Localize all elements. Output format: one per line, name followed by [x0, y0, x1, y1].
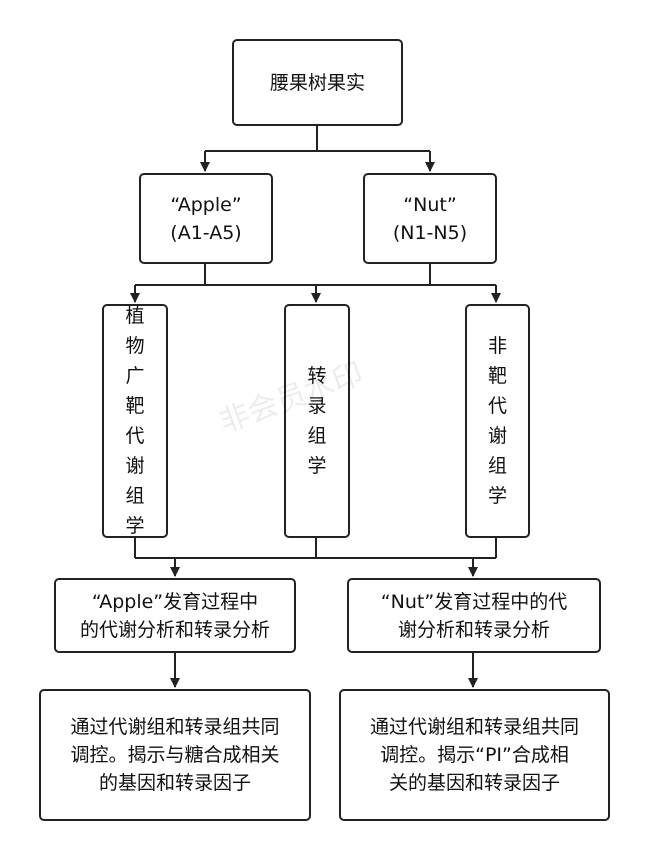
apple-label: “Apple” (A1-A5)	[170, 191, 241, 247]
apple-label-line2: (A1-A5)	[170, 221, 242, 244]
result-apple-node: 通过代谢组和转录组共同 调控。揭示与糖合成相关 的基因和转录因子	[39, 689, 311, 821]
analysis-apple-node: “Apple”发育过程中 的代谢分析和转录分析	[54, 578, 296, 653]
analysis-apple-label: “Apple”发育过程中 的代谢分析和转录分析	[79, 590, 270, 641]
method-widely-targeted-metabolomics: 植物广靶代谢组学	[102, 304, 168, 538]
nut-label: “Nut” (N1-N5)	[393, 191, 467, 247]
result-nut-node: 通过代谢组和转录组共同 调控。揭示“PI”合成相 关的基因和转录因子	[339, 689, 610, 821]
root-node: 腰果树果实	[232, 39, 403, 126]
method-left-label: 植物广靶代谢组学	[125, 305, 145, 537]
apple-label-line1: “Apple”	[170, 193, 242, 216]
nut-label-line2: (N1-N5)	[392, 221, 468, 244]
method-untargeted-metabolomics: 非靶代谢组学	[465, 304, 530, 538]
method-transcriptomics: 转录组学	[284, 304, 350, 538]
result-apple-label: 通过代谢组和转录组共同 调控。揭示与糖合成相关 的基因和转录因子	[70, 716, 280, 794]
nut-node: “Nut” (N1-N5)	[363, 173, 497, 264]
method-right-label: 非靶代谢组学	[487, 335, 507, 507]
apple-node: “Apple” (A1-A5)	[139, 173, 273, 264]
nut-label-line1: “Nut”	[403, 193, 457, 216]
result-nut-label: 通过代谢组和转录组共同 调控。揭示“PI”合成相 关的基因和转录因子	[369, 716, 579, 794]
analysis-nut-node: “Nut”发育过程中的代 谢分析和转录分析	[347, 578, 601, 653]
analysis-nut-label: “Nut”发育过程中的代 谢分析和转录分析	[380, 590, 568, 641]
root-label: 腰果树果实	[269, 71, 365, 94]
method-middle-label: 转录组学	[307, 365, 327, 477]
